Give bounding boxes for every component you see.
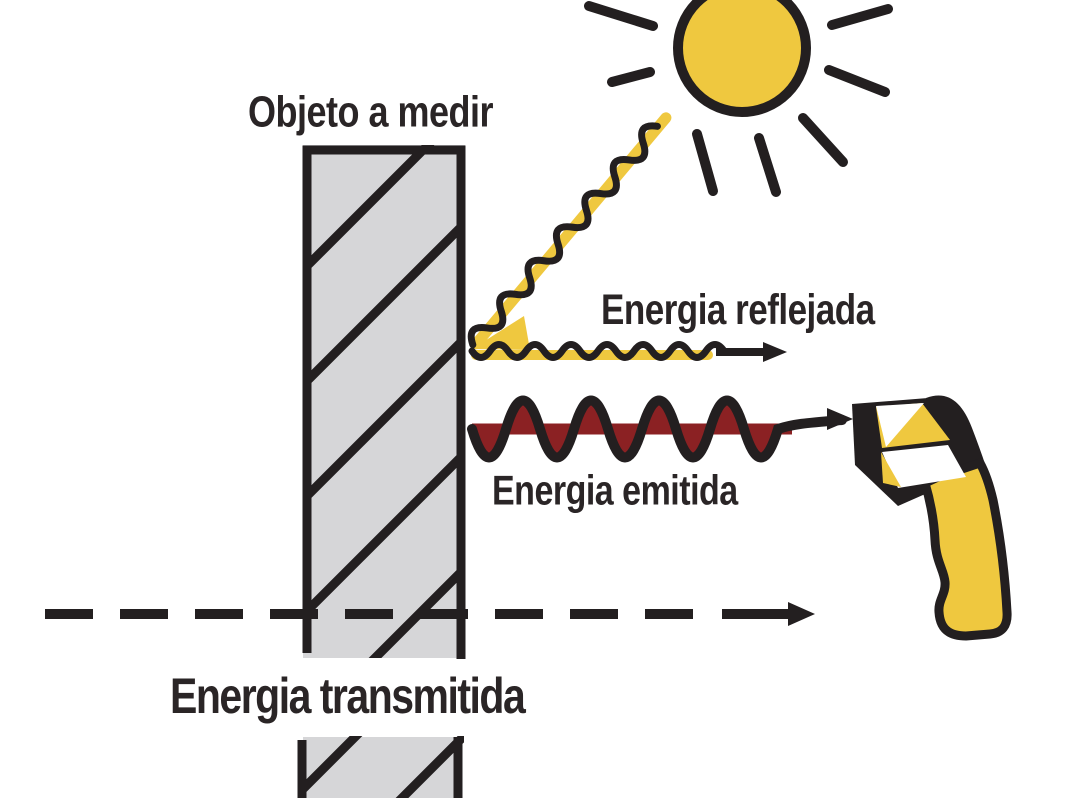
thermometer-lens-upper-white (876, 403, 924, 447)
object-body (303, 145, 465, 658)
incident-ray-squiggle (467, 122, 661, 349)
emitted-energy-label: Energia emitida (492, 468, 738, 515)
transmitted-arrowhead (788, 602, 815, 626)
object-border (302, 145, 466, 659)
transmitted-ray-dashed-arrow (45, 602, 815, 626)
thermometer-handle (920, 458, 1012, 641)
incident-ray-flare (472, 316, 530, 350)
emitted-arrowhead (827, 408, 853, 430)
object-hatch-lines (303, 145, 465, 658)
incident-ray-yellow-band (470, 112, 672, 350)
emitted-wave-stroke (467, 395, 847, 463)
emitted-ray-wave (467, 395, 853, 463)
object-label: Objeto a medir (248, 86, 494, 137)
sun-icon (584, 0, 893, 197)
sun-circle (673, 0, 811, 117)
reflected-energy-label: Energia reflejada (601, 286, 875, 334)
thermometer-lens-lower-yellow (881, 452, 901, 487)
reflected-ray-squiggle (468, 341, 728, 361)
measured-object-block (302, 145, 466, 659)
measured-object-bottom-piece (297, 736, 464, 798)
sun-rays (584, 1, 893, 197)
thermometer-lens-lower-white (882, 445, 966, 488)
ir-thermometer-icon (852, 395, 1012, 641)
incident-ray-wave (467, 112, 672, 350)
reflected-arrowhead (763, 342, 787, 362)
transmitted-energy-label: Energia transmitida (170, 668, 526, 725)
reflected-ray-wave (468, 341, 787, 362)
